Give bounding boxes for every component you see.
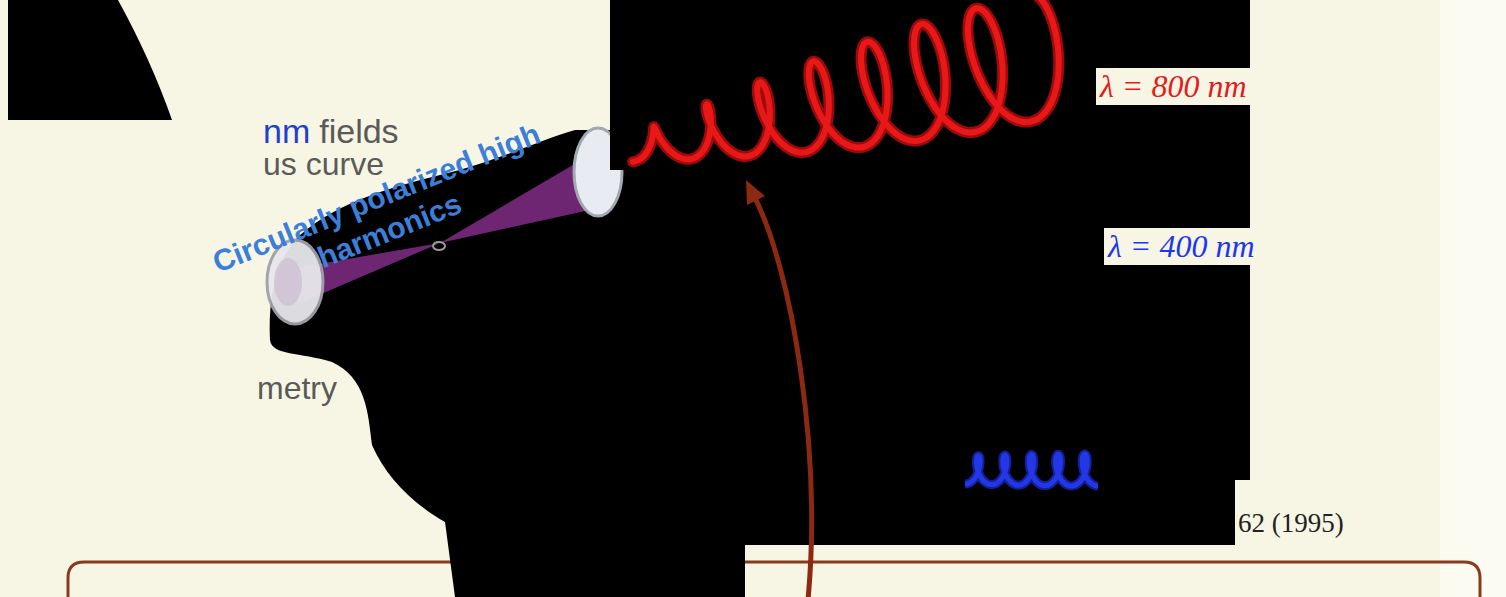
slide-text: metry <box>257 370 337 407</box>
blue-helix <box>965 454 1098 486</box>
black-patch <box>8 0 172 120</box>
frame-border <box>68 562 1480 597</box>
arrow-head <box>746 180 765 205</box>
wavelength-label: λ = 800 nm <box>1096 68 1251 105</box>
helix-highlight <box>633 0 1059 162</box>
slide-text: us curve <box>263 146 384 183</box>
focus-ring <box>433 242 445 250</box>
field-unit: nm <box>263 112 310 151</box>
wavelength-label: λ = 400 nm <box>1104 228 1259 265</box>
helix-tube <box>965 454 1098 486</box>
red-helix <box>633 0 1059 162</box>
slide-stripe <box>1440 0 1506 597</box>
helix-highlight <box>965 454 1098 486</box>
slide-text: fields <box>319 112 398 151</box>
helix-tube <box>633 0 1059 162</box>
reference-text: 62 (1995) <box>1238 508 1344 539</box>
black-panel <box>610 0 1250 545</box>
curved-arrow <box>754 196 812 597</box>
